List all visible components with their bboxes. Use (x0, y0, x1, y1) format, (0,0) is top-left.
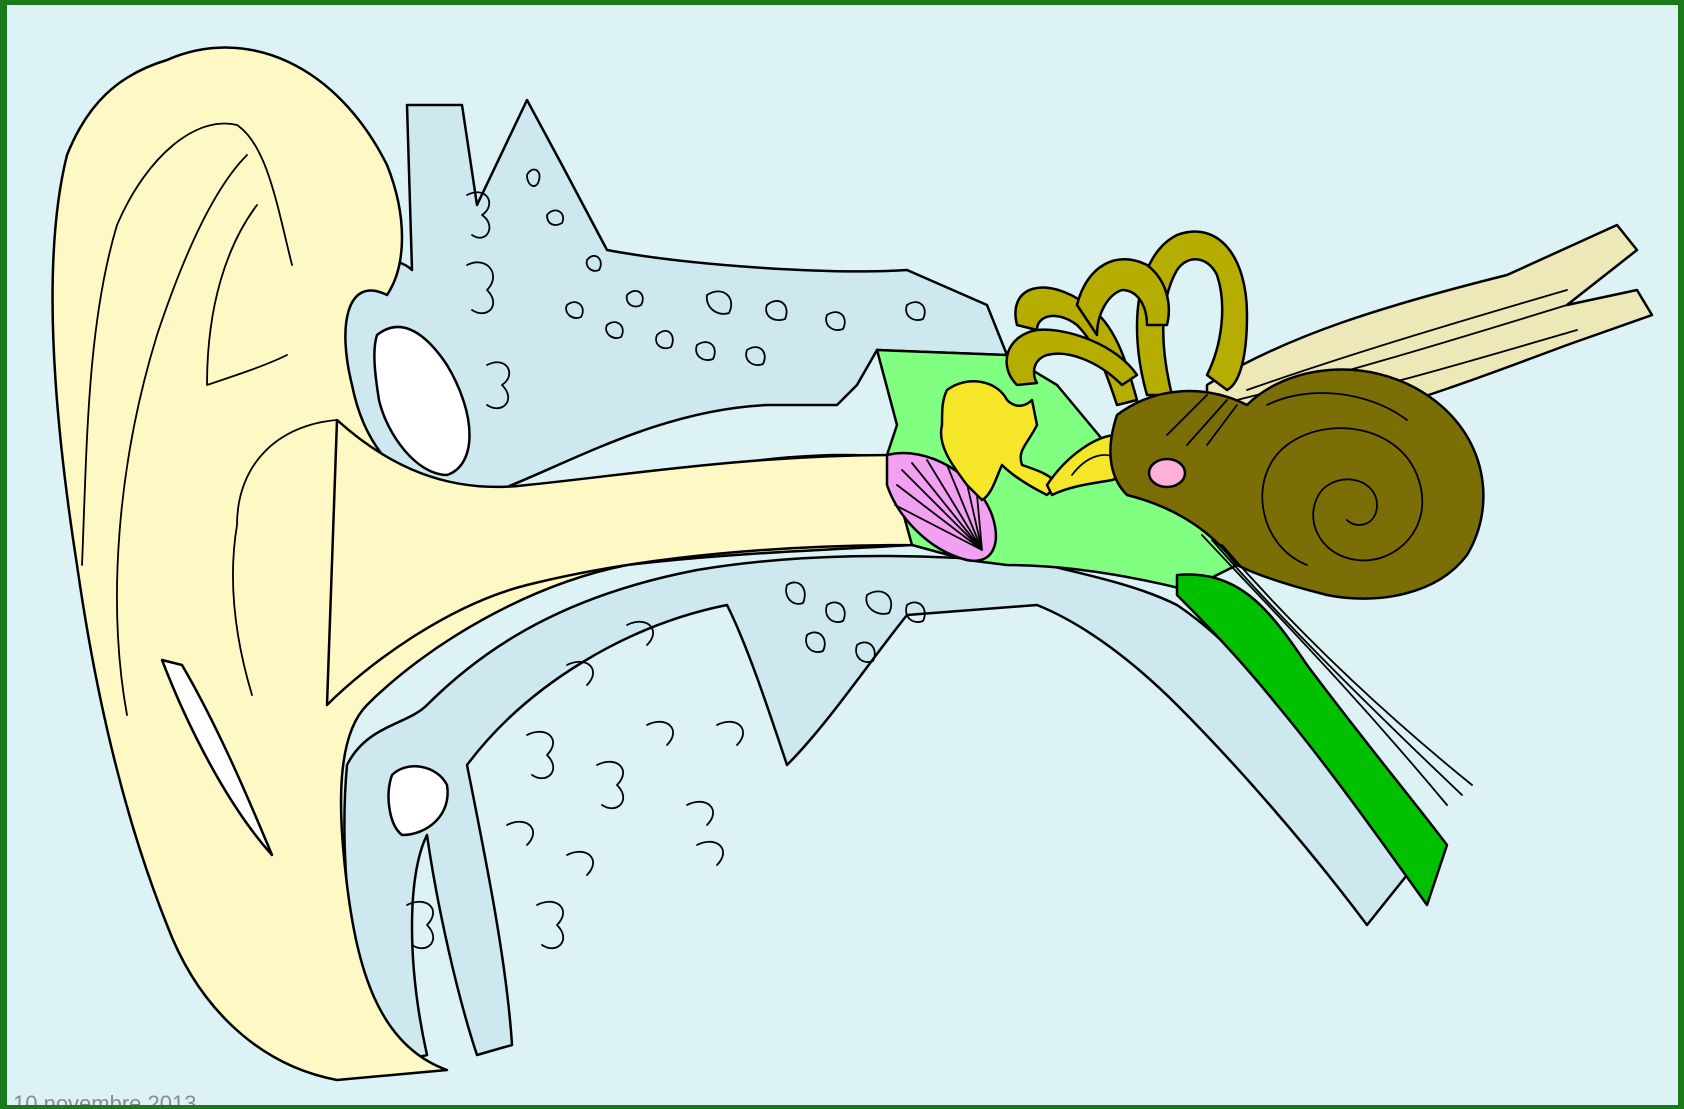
round-window (1149, 459, 1185, 487)
ear-anatomy-diagram (7, 5, 1678, 1105)
footer-date: 10 novembre 2013 (13, 1091, 196, 1105)
slide: 10 novembre 2013 (7, 5, 1678, 1105)
